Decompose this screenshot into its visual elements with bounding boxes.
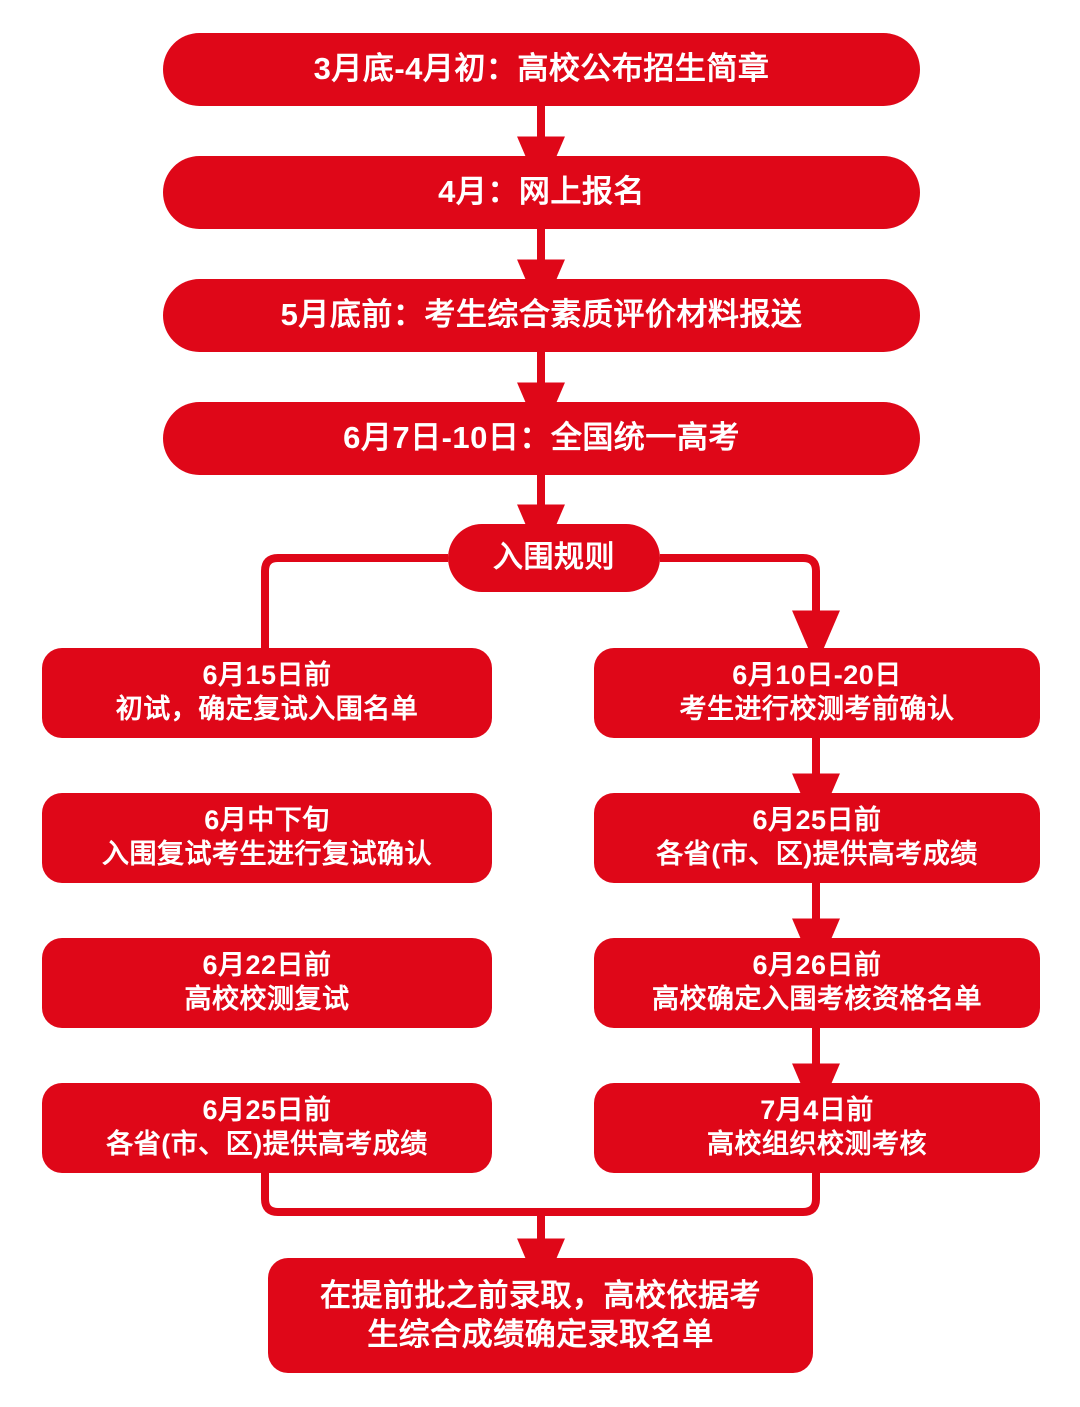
node-register[interactable]: 4月：网上报名 bbox=[163, 156, 920, 229]
node-left-retest-confirmation[interactable]: 6月中下旬 入围复试考生进行复试确认 bbox=[42, 793, 492, 883]
node-right-pretest-confirmation-date: 6月10日-20日 bbox=[732, 660, 902, 691]
node-left-preliminary-exam-desc: 初试，确定复试入围名单 bbox=[115, 694, 419, 724]
node-right-university-assessment-desc: 高校组织校测考核 bbox=[707, 1129, 927, 1159]
node-right-university-assessment[interactable]: 7月4日前 高校组织校测考核 bbox=[594, 1083, 1040, 1173]
merge-left-connector bbox=[261, 1173, 541, 1216]
node-left-province-scores-desc: 各省(市、区)提供高考成绩 bbox=[106, 1129, 428, 1159]
node-left-retest-confirmation-desc: 入围复试考生进行复试确认 bbox=[102, 839, 432, 869]
node-right-pretest-confirmation[interactable]: 6月10日-20日 考生进行校测考前确认 bbox=[594, 648, 1040, 738]
node-register-label: 4月：网上报名 bbox=[438, 174, 645, 210]
node-right-university-assessment-date: 7月4日前 bbox=[760, 1095, 874, 1126]
node-gaokao[interactable]: 6月7日-10日：全国统一高考 bbox=[163, 402, 920, 475]
branch-right-connector bbox=[660, 554, 840, 667]
node-announcement[interactable]: 3月底-4月初：高校公布招生简章 bbox=[163, 33, 920, 106]
node-left-province-scores[interactable]: 6月25日前 各省(市、区)提供高考成绩 bbox=[42, 1083, 492, 1173]
node-qualification-rule[interactable]: 入围规则 bbox=[448, 524, 660, 592]
node-right-pretest-confirmation-desc: 考生进行校测考前确认 bbox=[679, 694, 955, 724]
node-left-preliminary-exam[interactable]: 6月15日前 初试，确定复试入围名单 bbox=[42, 648, 492, 738]
node-final-admission[interactable]: 在提前批之前录取，高校依据考 生综合成绩确定录取名单 bbox=[268, 1258, 813, 1373]
node-left-preliminary-exam-date: 6月15日前 bbox=[202, 660, 332, 691]
node-right-province-scores[interactable]: 6月25日前 各省(市、区)提供高考成绩 bbox=[594, 793, 1040, 883]
node-right-qualification-list[interactable]: 6月26日前 高校确定入围考核资格名单 bbox=[594, 938, 1040, 1028]
node-left-university-retest[interactable]: 6月22日前 高校校测复试 bbox=[42, 938, 492, 1028]
branch-left-connector bbox=[261, 554, 448, 648]
node-final-admission-line1: 在提前批之前录取，高校依据考 bbox=[320, 1277, 761, 1313]
merge-right-connector bbox=[541, 1173, 820, 1216]
node-left-university-retest-desc: 高校校测复试 bbox=[184, 984, 350, 1014]
node-right-province-scores-date: 6月25日前 bbox=[752, 805, 882, 836]
node-qualification-rule-label: 入围规则 bbox=[493, 541, 615, 575]
node-right-qualification-list-desc: 高校确定入围考核资格名单 bbox=[652, 984, 982, 1014]
node-right-qualification-list-date: 6月26日前 bbox=[752, 950, 882, 981]
node-left-province-scores-date: 6月25日前 bbox=[202, 1095, 332, 1126]
node-materials-label: 5月底前：考生综合素质评价材料报送 bbox=[280, 297, 803, 333]
node-left-retest-confirmation-date: 6月中下旬 bbox=[204, 805, 330, 836]
node-gaokao-label: 6月7日-10日：全国统一高考 bbox=[343, 420, 740, 456]
node-final-admission-line2: 生综合成绩确定录取名单 bbox=[367, 1316, 714, 1352]
node-announcement-label: 3月底-4月初：高校公布招生简章 bbox=[313, 51, 770, 87]
node-left-university-retest-date: 6月22日前 bbox=[202, 950, 332, 981]
node-materials[interactable]: 5月底前：考生综合素质评价材料报送 bbox=[163, 279, 920, 352]
node-right-province-scores-desc: 各省(市、区)提供高考成绩 bbox=[656, 839, 978, 869]
